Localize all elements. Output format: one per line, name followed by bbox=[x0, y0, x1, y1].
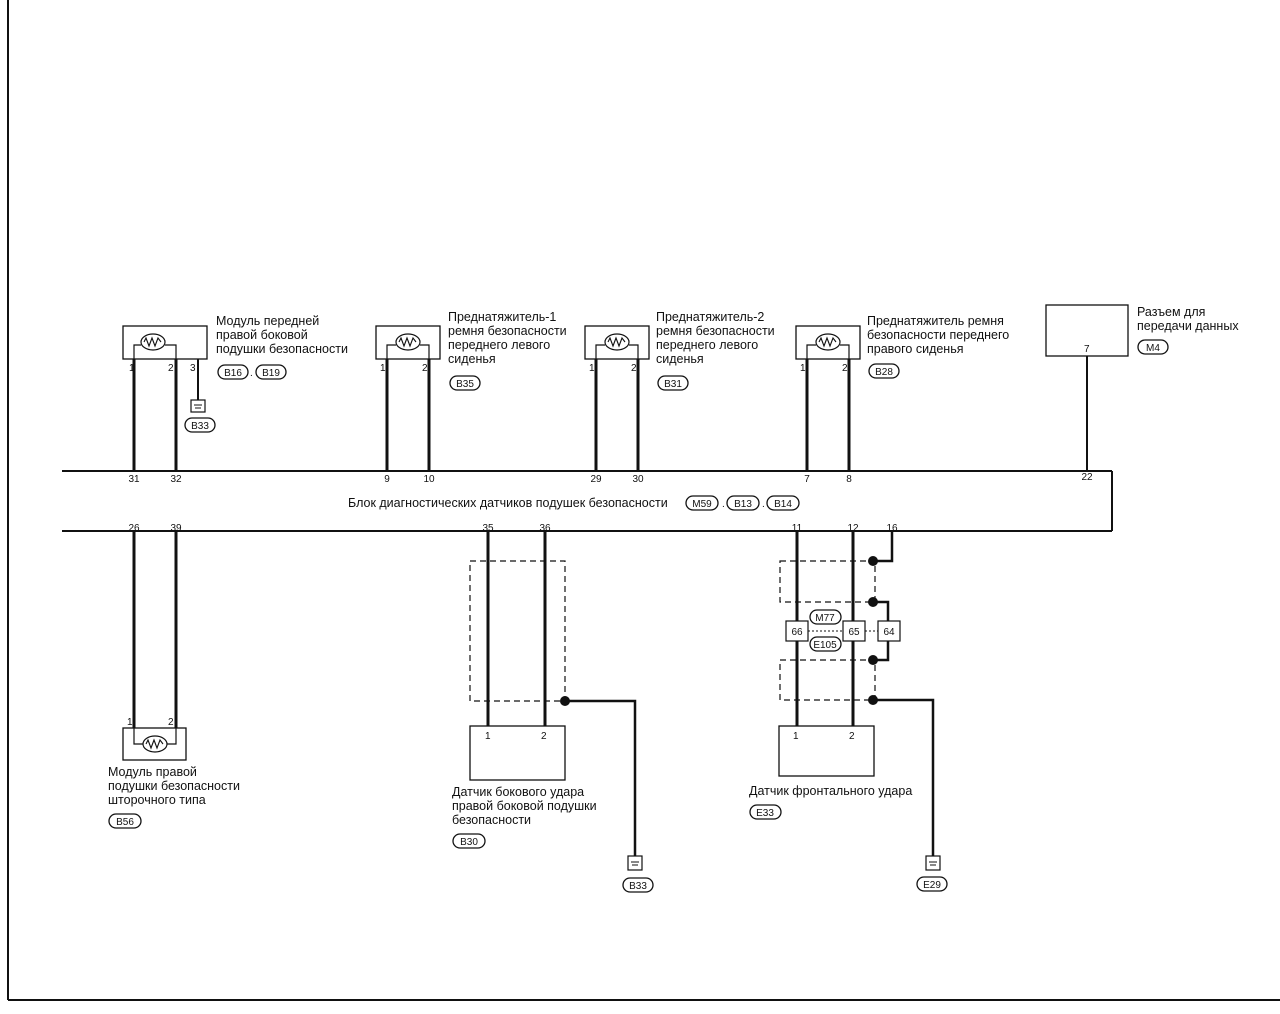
pin-label: 2 bbox=[849, 731, 855, 742]
pin-label: 65 bbox=[848, 627, 860, 638]
component-label: ремня безопасности bbox=[448, 324, 567, 338]
component-label: Разъем для bbox=[1137, 305, 1205, 319]
pin-label: 35 bbox=[482, 523, 494, 534]
pin-label: 31 bbox=[128, 474, 140, 485]
pin-label: 2 bbox=[842, 363, 848, 374]
front-right-side-airbag: 1 2 3 B33 Модуль передней правой боковой… bbox=[122, 314, 348, 471]
component-label: ремня безопасности bbox=[656, 324, 775, 338]
connector-tag: B35 bbox=[456, 379, 474, 390]
component-label: правой боковой подушки bbox=[452, 799, 597, 813]
pin-label: 1 bbox=[129, 363, 135, 374]
connector-tag: M4 bbox=[1146, 343, 1160, 354]
connector-tag: E33 bbox=[756, 808, 774, 819]
connector-tag: B14 bbox=[774, 499, 792, 510]
component-label: Датчик бокового удара bbox=[452, 785, 584, 799]
ground-connector-tag: B33 bbox=[629, 881, 647, 892]
ground-icon bbox=[925, 855, 941, 871]
control-unit: Блок диагностических датчиков подушек бе… bbox=[62, 470, 1113, 534]
connector-tag: B28 bbox=[875, 367, 893, 378]
component-label: Датчик фронтального удара bbox=[749, 784, 912, 798]
pretensioner-1: 1 2 Преднатяжитель-1 ремня безопасности … bbox=[375, 310, 567, 471]
ground-connector-tag: B33 bbox=[191, 421, 209, 432]
pin-label: 32 bbox=[170, 474, 182, 485]
svg-text:.: . bbox=[762, 499, 765, 510]
pin-label: 2 bbox=[168, 717, 174, 728]
svg-text:.: . bbox=[722, 499, 725, 510]
pin-label: 3 bbox=[190, 363, 196, 374]
component-label: безопасности bbox=[452, 813, 531, 827]
svg-text:.: . bbox=[250, 368, 253, 379]
pin-label: 7 bbox=[804, 474, 810, 485]
connector-tag: M77 bbox=[815, 613, 835, 624]
pin-label: 64 bbox=[883, 627, 895, 638]
curtain-airbag: 1 2 Модуль правой подушки безопасности ш… bbox=[108, 531, 240, 829]
component-label: передачи данных bbox=[1137, 319, 1239, 333]
component-label: переднего левого bbox=[656, 338, 758, 352]
pin-label: 2 bbox=[541, 731, 547, 742]
pretensioner-2: 1 2 Преднатяжитель-2 ремня безопасности … bbox=[584, 310, 775, 471]
component-label: Преднатяжитель ремня bbox=[867, 314, 1004, 328]
pin-label: 22 bbox=[1081, 472, 1093, 483]
connector-tag: B16 bbox=[224, 368, 242, 379]
component-label: Модуль передней bbox=[216, 314, 319, 328]
component-label: сиденья bbox=[448, 352, 496, 366]
connector-tag: B13 bbox=[734, 499, 752, 510]
component-label: Модуль правой bbox=[108, 765, 197, 779]
ground-connector-tag: E29 bbox=[923, 880, 941, 891]
shield-outline bbox=[779, 659, 876, 701]
pin-label: 1 bbox=[485, 731, 491, 742]
pin-label: 29 bbox=[590, 474, 602, 485]
connector-tag: B56 bbox=[116, 817, 134, 828]
splice-dot bbox=[868, 655, 878, 665]
connector-tag: B19 bbox=[262, 368, 280, 379]
pretensioner-right: 1 2 Преднатяжитель ремня безопасности пе… bbox=[795, 314, 1009, 471]
pin-label: 2 bbox=[422, 363, 428, 374]
component-label: Преднатяжитель-2 bbox=[656, 310, 764, 324]
splice-dot bbox=[868, 556, 878, 566]
connector-tag: B31 bbox=[664, 379, 682, 390]
pin-label: 1 bbox=[127, 717, 133, 728]
joint-connector: 66 65 64 M77 E105 bbox=[785, 609, 901, 652]
component-label: правого сиденья bbox=[867, 342, 964, 356]
pin-label: 12 bbox=[847, 523, 859, 534]
pin-label: 1 bbox=[380, 363, 386, 374]
side-impact-sensor: 1 2 B33 Датчик бокового удара правой бок… bbox=[452, 531, 654, 893]
component-label: безопасности переднего bbox=[867, 328, 1009, 342]
control-unit-connector-tags: M59 . B13 . B14 bbox=[685, 495, 800, 511]
pin-label: 16 bbox=[886, 523, 898, 534]
connector-tag: M59 bbox=[692, 499, 712, 510]
component-label: шторочного типа bbox=[108, 793, 206, 807]
front-impact-sensor: 66 65 64 M77 E105 1 2 E29 Датчик фронтал… bbox=[749, 531, 948, 892]
pin-label: 26 bbox=[128, 523, 140, 534]
pin-label: 11 bbox=[792, 523, 803, 534]
shield-outline bbox=[779, 560, 876, 603]
pin-label: 10 bbox=[423, 474, 435, 485]
pin-label: 66 bbox=[791, 627, 803, 638]
component-label: Преднатяжитель-1 bbox=[448, 310, 556, 324]
pin-label: 9 bbox=[384, 474, 390, 485]
component-label: подушки безопасности bbox=[108, 779, 240, 793]
pin-label: 30 bbox=[632, 474, 644, 485]
connector-tag: B30 bbox=[460, 837, 478, 848]
pin-label: 7 bbox=[1084, 344, 1090, 355]
pin-label: 1 bbox=[793, 731, 799, 742]
component-label: сиденья bbox=[656, 352, 704, 366]
pin-label: 8 bbox=[846, 474, 852, 485]
pin-label: 1 bbox=[589, 363, 595, 374]
data-link-connector: 7 Разъем для передачи данных M4 bbox=[1045, 304, 1239, 471]
shield-outline bbox=[469, 560, 566, 702]
ground-icon bbox=[190, 399, 206, 413]
component-label: правой боковой bbox=[216, 328, 308, 342]
ground-icon bbox=[627, 855, 643, 871]
control-unit-label: Блок диагностических датчиков подушек бе… bbox=[348, 496, 668, 510]
component-label: подушки безопасности bbox=[216, 342, 348, 356]
pin-label: 2 bbox=[631, 363, 637, 374]
connector-tag: E105 bbox=[813, 640, 837, 651]
pin-label: 36 bbox=[539, 523, 551, 534]
pin-label: 1 bbox=[800, 363, 806, 374]
pin-label: 39 bbox=[170, 523, 182, 534]
pin-label: 2 bbox=[168, 363, 174, 374]
component-label: переднего левого bbox=[448, 338, 550, 352]
